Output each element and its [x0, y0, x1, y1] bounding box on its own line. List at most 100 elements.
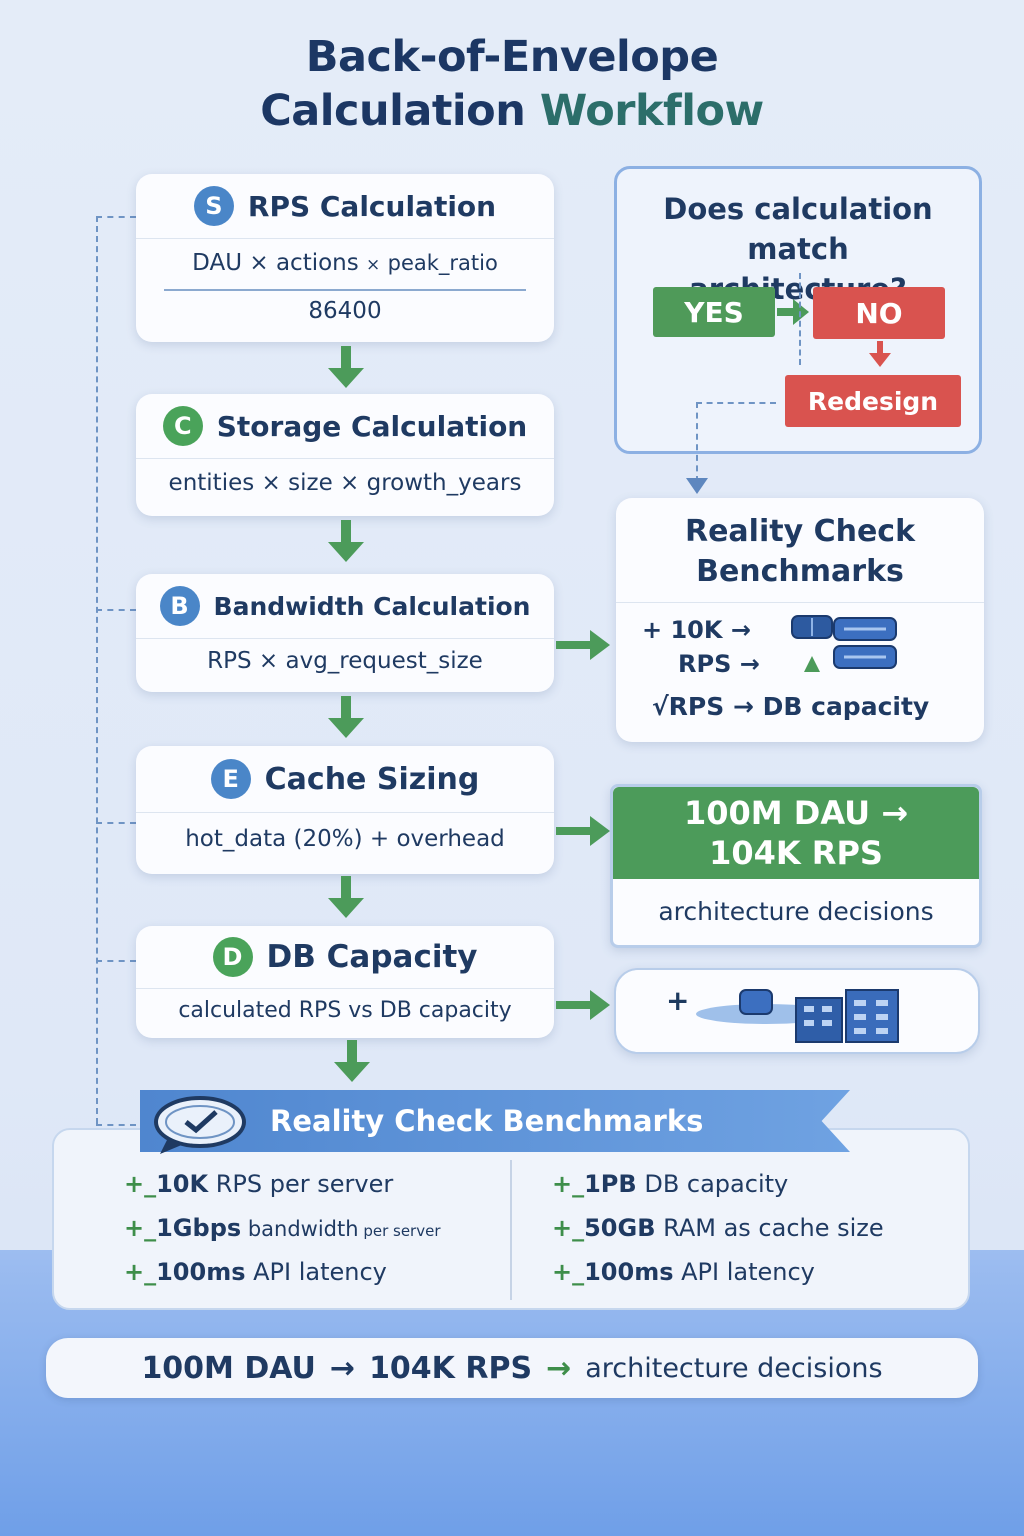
result-line-2: 104K RPS	[709, 834, 883, 872]
decision-box: Does calculation match architecture? YES…	[614, 166, 982, 454]
step-header: D DB Capacity	[136, 926, 554, 989]
title-word-calculation: Calculation	[260, 86, 526, 136]
server-stack-icon	[791, 615, 897, 672]
bench-prefix: +_	[124, 1170, 157, 1198]
down-arrow-icon	[334, 1040, 370, 1082]
formula-op: ×	[366, 255, 381, 275]
storage-formula: entities × size × growth_years	[168, 470, 522, 496]
rps-denominator: 86400	[308, 298, 382, 324]
step-badge: C	[162, 406, 203, 446]
summary-bar: 100M DAU → 104K RPS → architecture decis…	[46, 1338, 978, 1398]
bench-prefix: +_	[124, 1214, 157, 1242]
reality-check-title: Reality Check Benchmarks	[616, 512, 984, 592]
summary-rps: 104K RPS	[369, 1350, 533, 1386]
cache-formula: hot_data (20%) + overhead	[185, 826, 505, 852]
rc-title-line-2: Benchmarks	[696, 554, 904, 589]
step-rps-calculation[interactable]: S RPS Calculation DAU × actions × peak_r…	[136, 174, 554, 342]
bench-prefix: +_	[552, 1258, 585, 1286]
step-title: Storage Calculation	[216, 409, 528, 443]
down-arrow-icon	[328, 520, 364, 562]
redesign-dash-h	[696, 402, 776, 404]
formula-term-peak-ratio: peak_ratio	[387, 251, 498, 275]
down-arrow-icon	[869, 341, 891, 367]
dash-connector-4	[96, 822, 136, 824]
title-word-workflow: Workflow	[539, 86, 764, 136]
bench-value: 10K	[156, 1170, 209, 1198]
bench-right-2: +_50GB RAM as cache size	[552, 1214, 884, 1242]
step-db-capacity[interactable]: D DB Capacity calculated RPS vs DB capac…	[136, 926, 554, 1038]
infrastructure-card: +	[614, 968, 980, 1054]
bench-text: RAM as cache size	[655, 1214, 884, 1242]
datacenter-icon	[696, 989, 899, 1043]
redesign-dash-v	[696, 402, 698, 482]
right-arrow-icon	[556, 630, 610, 660]
rc-row-db-capacity: √RPS → DB capacity	[652, 692, 930, 721]
bench-right-1: +_1PB DB capacity	[552, 1170, 788, 1198]
bench-text: DB capacity	[636, 1170, 789, 1198]
chat-check-icon	[154, 1096, 246, 1154]
result-line-1: 100M DAU →	[683, 794, 909, 832]
redesign-button[interactable]: Redesign	[785, 375, 961, 427]
formula-term-dau: DAU	[192, 250, 243, 276]
reality-check-card: Reality Check Benchmarks + 10K → RPS → √…	[616, 498, 984, 742]
benchmarks-banner: Reality Check Benchmarks	[140, 1090, 850, 1152]
bench-value: 1PB	[584, 1170, 637, 1198]
db-formula: calculated RPS vs DB capacity	[178, 998, 512, 1023]
yes-button[interactable]: YES	[653, 287, 775, 337]
bench-right-3: +_100ms API latency	[552, 1258, 815, 1286]
feedback-dashed-line	[96, 216, 98, 1124]
rc-title-line-1: Reality Check	[684, 514, 916, 549]
step-badge: S	[193, 186, 234, 226]
right-arrow-icon	[556, 990, 610, 1020]
result-subtitle: architecture decisions	[658, 897, 934, 926]
no-button[interactable]: NO	[813, 287, 945, 339]
step-title: Bandwidth Calculation	[213, 591, 531, 621]
dash-connector-5	[96, 960, 136, 962]
dash-connector-3	[96, 609, 136, 611]
bench-text: RPS per server	[208, 1170, 394, 1198]
page-title: Back-of-Envelope Calculation Workflow	[0, 30, 1024, 138]
step-storage-calculation[interactable]: C Storage Calculation entities × size × …	[136, 394, 554, 516]
formula-op: ×	[249, 250, 269, 276]
down-arrow-icon	[686, 478, 708, 494]
result-card: 100M DAU → 104K RPS architecture decisio…	[610, 784, 982, 948]
step-title: Cache Sizing	[264, 761, 480, 797]
bench-text: bandwidth	[241, 1217, 359, 1241]
bench-prefix: +_	[552, 1214, 585, 1242]
step-badge: D	[212, 937, 253, 977]
result-header: 100M DAU → 104K RPS	[613, 787, 979, 879]
step-header: S RPS Calculation	[136, 174, 554, 239]
bench-left-1: +_10K RPS per server	[124, 1170, 393, 1198]
right-arrow-icon	[556, 816, 610, 846]
benchmarks-divider	[510, 1160, 512, 1300]
summary-decisions: architecture decisions	[585, 1352, 883, 1384]
rc-row-rps: RPS →	[678, 650, 760, 678]
step-bandwidth-calculation[interactable]: B Bandwidth Calculation RPS × avg_reques…	[136, 574, 554, 692]
step-header: C Storage Calculation	[136, 394, 554, 459]
step-cache-sizing[interactable]: E Cache Sizing hot_data (20%) + overhead	[136, 746, 554, 874]
dash-connector-1	[96, 216, 136, 218]
bench-value: 100ms	[584, 1258, 674, 1286]
bench-text: API latency	[673, 1258, 815, 1286]
bench-left-3: +_100ms API latency	[124, 1258, 387, 1286]
down-arrow-icon	[328, 346, 364, 388]
bench-text: API latency	[245, 1258, 387, 1286]
down-arrow-icon	[328, 696, 364, 738]
right-arrow-icon	[777, 299, 809, 325]
title-line-2: Calculation Workflow	[0, 84, 1024, 138]
summary-arrow: →	[546, 1350, 572, 1386]
decision-dashed-line	[799, 273, 801, 365]
bench-left-2: +_1Gbps bandwidth per server	[124, 1214, 441, 1242]
formula-term-actions: actions	[275, 250, 359, 276]
rps-numerator: DAU × actions × peak_ratio	[136, 250, 554, 276]
step-title: RPS Calculation	[247, 189, 497, 223]
step-header: E Cache Sizing	[136, 746, 554, 813]
step-title: DB Capacity	[266, 939, 478, 975]
fraction-line	[164, 289, 526, 291]
dash-connector-banner	[96, 1124, 136, 1126]
down-arrow-icon	[328, 876, 364, 918]
bench-value: 1Gbps	[156, 1214, 242, 1242]
bench-prefix: +_	[124, 1258, 157, 1286]
step-header: B Bandwidth Calculation	[136, 574, 554, 639]
step-badge: B	[159, 586, 200, 626]
